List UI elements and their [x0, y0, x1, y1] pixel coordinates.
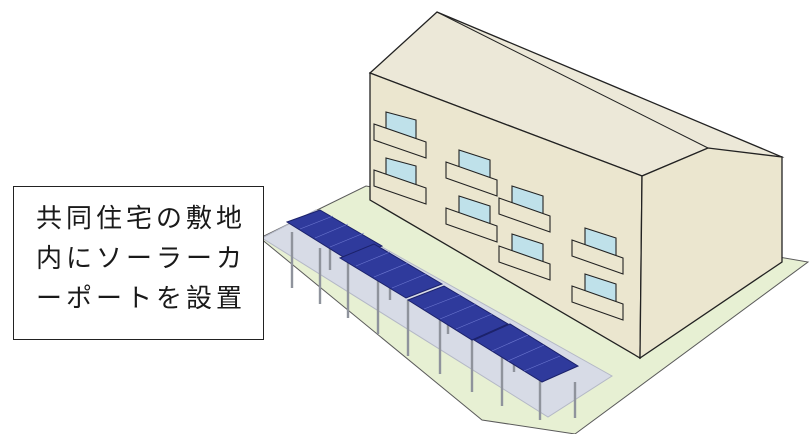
solar-panels [285, 209, 580, 383]
caption-callout-box: 共同住宅の敷地 内にソーラーカ ーポートを設置 [13, 186, 264, 340]
building-end-wall [639, 147, 783, 360]
solar-panel-array [406, 285, 510, 341]
solar-panel-array [285, 209, 384, 261]
solar-panel-array [338, 243, 444, 299]
caption-line-3: ーポートを設置 [36, 284, 247, 314]
caption-line-1: 共同住宅の敷地 [36, 204, 247, 234]
roof-ridge [436, 11, 709, 149]
windows [373, 111, 624, 321]
caption-line-2: 内にソーラーカ [36, 244, 247, 274]
